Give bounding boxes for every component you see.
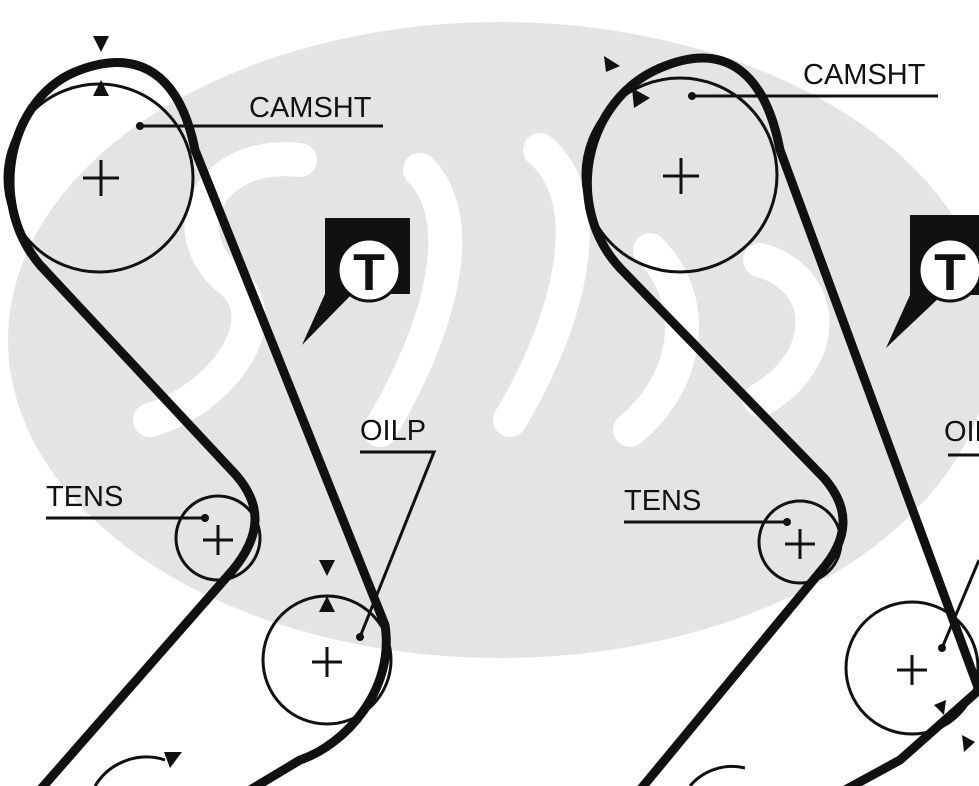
camshaft-timing-mark (604, 56, 650, 108)
belt (583, 53, 979, 786)
lower-pulley-partial (93, 752, 182, 786)
oil-pump-label: OIL (944, 416, 979, 448)
tension-badge-icon: T (886, 215, 979, 348)
belt (5, 58, 391, 786)
tensioner-label: TENS (46, 481, 123, 513)
lower-pulley-partial (688, 764, 746, 786)
oil-pump-timing-mark (319, 560, 335, 612)
camshaft-timing-mark (93, 36, 109, 96)
tensioner-pulley (757, 499, 843, 585)
camshaft-pulley (581, 76, 779, 274)
oil-pump-pulley (844, 600, 979, 736)
gates-watermark-logo (8, 22, 979, 658)
tension-badge-glyph: T (353, 244, 385, 302)
tension-badge-glyph: T (934, 244, 966, 302)
camshaft-label: CAMSHT (803, 59, 926, 91)
tensioner-label: TENS (624, 485, 701, 517)
oil-pump-timing-mark (934, 700, 975, 752)
tension-badge-icon: T (302, 218, 410, 345)
tensioner-pulley (174, 494, 262, 582)
left-diagram: CAMSHT T TENS OILP (3, 36, 437, 786)
camshaft-label: CAMSHT (249, 92, 372, 124)
oil-pump-label: OILP (360, 415, 426, 447)
right-diagram: CAMSHT T TENS OIL (581, 53, 979, 786)
